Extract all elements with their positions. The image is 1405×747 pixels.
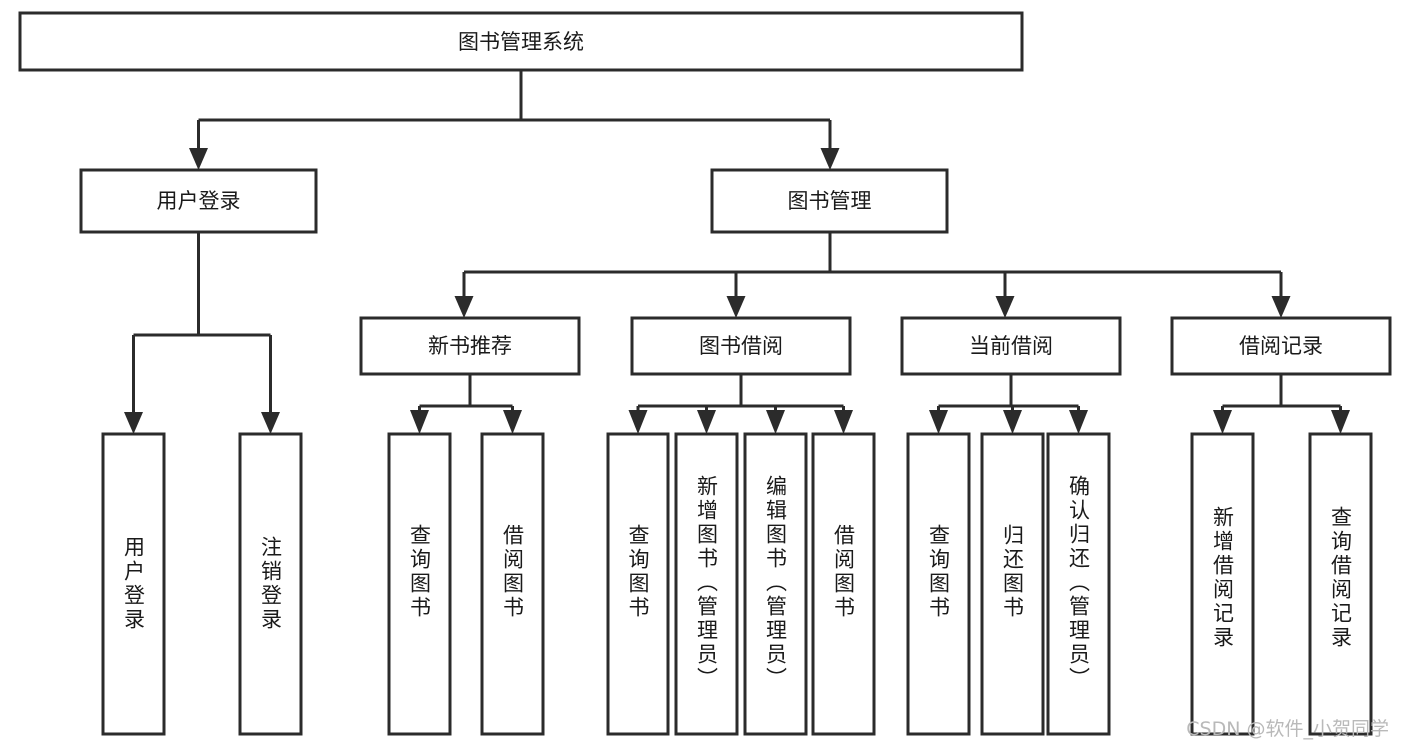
node-leaf-query-book-borrow[interactable]: 查询图书 bbox=[606, 432, 670, 736]
arrow-head-leaf-user-login bbox=[124, 412, 143, 434]
node-root-label: 图书管理系统 bbox=[458, 30, 584, 54]
node-book-management[interactable]: 图书管理 bbox=[710, 168, 949, 234]
node-leaf-user-login[interactable]: 用户登录 bbox=[101, 432, 166, 736]
connector-group-borrow-record bbox=[1213, 374, 1350, 434]
node-current-borrow[interactable]: 当前借阅 bbox=[900, 316, 1122, 376]
node-new-book-recommend-label: 新书推荐 bbox=[428, 334, 512, 358]
node-leaf-logout[interactable]: 注销登录 bbox=[238, 432, 303, 736]
arrow-head-leaf-query-borrow-record bbox=[1331, 410, 1350, 434]
arrow-head-user-login bbox=[189, 148, 208, 170]
node-leaf-edit-book-admin-label: 编辑图书（管理员） bbox=[764, 475, 788, 691]
node-leaf-query-borrow-record[interactable]: 查询借阅记录 bbox=[1308, 432, 1373, 736]
connector-group-root bbox=[189, 70, 840, 170]
arrow-head-leaf-add-book-admin bbox=[697, 410, 716, 434]
node-leaf-confirm-return-admin-label: 确认归还（管理员） bbox=[1067, 475, 1091, 691]
node-leaf-query-borrow-record-label: 查询借阅记录 bbox=[1329, 506, 1353, 650]
node-new-book-recommend-box[interactable] bbox=[359, 316, 581, 376]
node-leaf-return-book-label: 归还图书 bbox=[1001, 524, 1025, 620]
arrow-head-leaf-query-book-cur bbox=[929, 410, 948, 434]
node-leaf-add-borrow-record-box[interactable] bbox=[1190, 432, 1255, 736]
arrow-head-new-book-recommend bbox=[454, 296, 474, 318]
node-leaf-confirm-return-admin[interactable]: 确认归还（管理员） bbox=[1046, 432, 1111, 736]
node-book-management-box[interactable] bbox=[710, 168, 949, 234]
node-leaf-return-book[interactable]: 归还图书 bbox=[980, 432, 1045, 736]
node-leaf-add-book-admin-label: 新增图书（管理员） bbox=[695, 475, 719, 691]
node-leaf-return-book-box[interactable] bbox=[980, 432, 1045, 736]
arrow-head-leaf-borrow-book bbox=[834, 410, 853, 434]
node-leaf-query-book-cur-label: 查询图书 bbox=[927, 524, 951, 620]
node-book-borrow-label: 图书借阅 bbox=[699, 334, 783, 358]
node-root-box[interactable] bbox=[18, 11, 1024, 72]
node-leaf-query-borrow-record-box[interactable] bbox=[1308, 432, 1373, 736]
node-leaf-add-book-admin[interactable]: 新增图书（管理员） bbox=[674, 432, 739, 736]
node-leaf-query-book-rec[interactable]: 查询图书 bbox=[387, 432, 452, 736]
node-book-borrow-box[interactable] bbox=[630, 316, 852, 376]
node-leaf-query-book-cur[interactable]: 查询图书 bbox=[906, 432, 971, 736]
node-leaf-user-login-label: 用户登录 bbox=[122, 536, 146, 632]
connector-group-current-borrow bbox=[929, 374, 1088, 434]
node-leaf-query-book-cur-box[interactable] bbox=[906, 432, 971, 736]
node-borrow-record[interactable]: 借阅记录 bbox=[1170, 316, 1392, 376]
connector-group-user-login bbox=[124, 232, 280, 434]
arrow-head-leaf-add-borrow-record bbox=[1213, 410, 1232, 434]
arrow-head-leaf-return-book bbox=[1003, 410, 1022, 434]
node-leaf-logout-label: 注销登录 bbox=[259, 536, 283, 632]
node-leaf-add-book-admin-box[interactable] bbox=[674, 432, 739, 736]
node-user-login[interactable]: 用户登录 bbox=[79, 168, 318, 234]
node-leaf-query-book-borrow-box[interactable] bbox=[606, 432, 670, 736]
node-leaf-add-borrow-record-label: 新增借阅记录 bbox=[1211, 506, 1235, 650]
node-user-login-label: 用户登录 bbox=[157, 189, 241, 213]
node-leaf-logout-box[interactable] bbox=[238, 432, 303, 736]
connector-group-new-book-recommend bbox=[410, 374, 522, 434]
node-leaf-borrow-book-box[interactable] bbox=[811, 432, 876, 736]
arrow-head-book-borrow bbox=[726, 296, 746, 318]
connector-group-book-borrow bbox=[628, 374, 853, 434]
node-current-borrow-box[interactable] bbox=[900, 316, 1122, 376]
arrow-head-book-management bbox=[820, 148, 840, 170]
node-book-borrow[interactable]: 图书借阅 bbox=[630, 316, 852, 376]
arrow-head-leaf-query-book-borrow bbox=[628, 410, 648, 434]
node-leaf-borrow-book-rec-label: 借阅图书 bbox=[501, 524, 525, 620]
node-leaf-query-book-rec-box[interactable] bbox=[387, 432, 452, 736]
node-leaf-add-borrow-record[interactable]: 新增借阅记录 bbox=[1190, 432, 1255, 736]
node-current-borrow-label: 当前借阅 bbox=[969, 334, 1053, 358]
arrow-head-borrow-record bbox=[1271, 296, 1291, 318]
arrow-head-leaf-borrow-book-rec bbox=[503, 410, 522, 434]
arrow-head-leaf-query-book-rec bbox=[410, 410, 429, 434]
connector-group-book-management bbox=[454, 232, 1291, 318]
node-leaf-user-login-box[interactable] bbox=[101, 432, 166, 736]
node-leaf-borrow-book-rec[interactable]: 借阅图书 bbox=[480, 432, 545, 736]
node-leaf-borrow-book[interactable]: 借阅图书 bbox=[811, 432, 876, 736]
node-leaf-query-book-rec-label: 查询图书 bbox=[408, 524, 432, 620]
node-user-login-box[interactable] bbox=[79, 168, 318, 234]
node-leaf-query-book-borrow-label: 查询图书 bbox=[626, 524, 650, 620]
node-book-management-label: 图书管理 bbox=[788, 189, 872, 213]
node-new-book-recommend[interactable]: 新书推荐 bbox=[359, 316, 581, 376]
arrow-head-leaf-logout bbox=[261, 412, 280, 434]
arrow-head-current-borrow bbox=[995, 296, 1015, 318]
arrow-head-leaf-edit-book-admin bbox=[766, 410, 785, 434]
arrow-head-leaf-confirm-return-admin bbox=[1069, 410, 1088, 434]
node-leaf-edit-book-admin[interactable]: 编辑图书（管理员） bbox=[743, 432, 808, 736]
node-leaf-borrow-book-rec-box[interactable] bbox=[480, 432, 545, 736]
node-leaf-borrow-book-label: 借阅图书 bbox=[832, 524, 856, 620]
node-borrow-record-box[interactable] bbox=[1170, 316, 1392, 376]
node-leaf-confirm-return-admin-box[interactable] bbox=[1046, 432, 1111, 736]
node-leaf-edit-book-admin-box[interactable] bbox=[743, 432, 808, 736]
node-root[interactable]: 图书管理系统 bbox=[18, 11, 1024, 72]
node-borrow-record-label: 借阅记录 bbox=[1239, 334, 1323, 358]
